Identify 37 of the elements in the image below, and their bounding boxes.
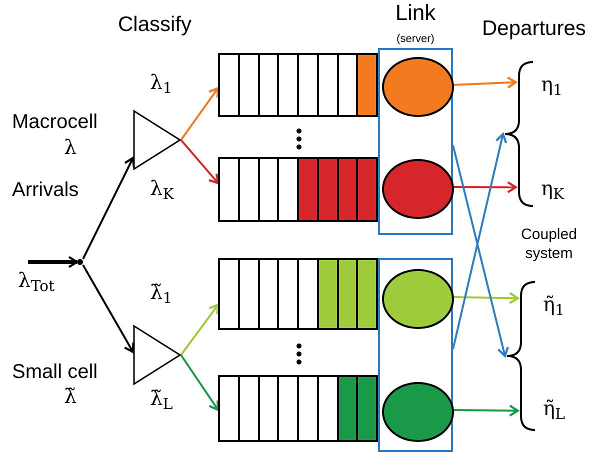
cell-label: Small cell xyxy=(12,362,98,382)
arrow xyxy=(28,256,78,268)
text-label: Arrivals xyxy=(12,178,79,203)
queue-buffer xyxy=(218,53,378,117)
queue-buffer xyxy=(218,258,378,330)
link-box xyxy=(378,258,453,452)
classifier-triangle xyxy=(133,325,181,385)
arrow xyxy=(180,87,220,141)
text-label: Classify xyxy=(118,12,192,38)
arrow xyxy=(180,139,220,184)
text-label: Departures xyxy=(482,16,586,42)
arrow xyxy=(452,181,517,194)
arrow xyxy=(180,354,220,411)
queue-buffer xyxy=(218,157,378,222)
output-rate: η̃$_{L}$ xyxy=(543,398,565,418)
arrow xyxy=(180,304,220,356)
arrow xyxy=(452,404,519,417)
arrow xyxy=(82,156,136,260)
text-label: λ$_{Tot}$ xyxy=(18,268,55,293)
edge-label: λ̃$_{1}$ xyxy=(150,282,172,302)
edge-label: λ$_{1}$ xyxy=(150,72,172,92)
arrow xyxy=(82,264,134,354)
output-rate: η$_{K}$ xyxy=(541,178,564,198)
classifier-triangle xyxy=(133,110,181,170)
cell-label: λ xyxy=(64,137,77,157)
arrow xyxy=(452,292,519,304)
cell-label: λ̃ xyxy=(64,386,77,406)
heading: Link xyxy=(394,2,437,24)
text-label: Coupled system xyxy=(520,226,578,264)
arrow xyxy=(452,76,517,89)
output-rate: η̃$_{1}$ xyxy=(543,294,565,314)
cell-label: Macrocell xyxy=(12,112,98,132)
edge-label: λ̃$_{L}$ xyxy=(150,388,173,408)
subheading: (server) xyxy=(396,34,436,45)
output-rate: η$_{1}$ xyxy=(541,74,563,94)
queue-buffer xyxy=(218,375,378,442)
edge-label: λ$_{K}$ xyxy=(150,178,174,198)
